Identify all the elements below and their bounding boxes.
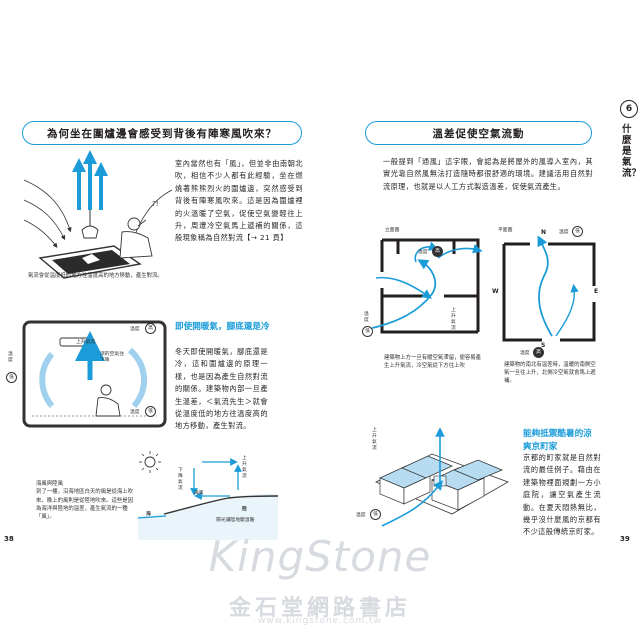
plan-diagram [502, 236, 596, 342]
plan-label: 平面圖 [498, 228, 513, 233]
person-icon [119, 217, 153, 259]
kyoto-text: 京都的町家就是自然對流的最佳例子。藉由在建築物裡面規劃一方小庭院，讓空氣產生流動… [523, 453, 601, 537]
land-label: 陸 [242, 507, 247, 512]
elevation-diagram [371, 238, 483, 334]
compass-south: S [541, 342, 546, 349]
compass-east: E [594, 288, 599, 295]
sun-heats-land-label: 陽光讓陸地變溫暖 [216, 518, 255, 523]
watermark-name: 金石堂網路書店 [228, 595, 411, 621]
elevation-temp-low-label: 溫度 [364, 312, 369, 323]
left-section2-text: 冬天即使開暖氣，腳底還是冷，這和圍爐邊的原理一樣，也是因為產生自然對流的關係。建… [175, 347, 268, 431]
watermark-brand: KingStone [208, 532, 432, 581]
room-temp-left-badge: 低 [6, 372, 17, 383]
kyoto-heading: 能夠抵禦酷暑的涼爽京町家 [523, 429, 592, 452]
kyoto-temp-label: 溫度 [356, 513, 366, 518]
kyoto-updraft-label: 上升氣流 [372, 428, 377, 451]
left-section2-heading: 即使開暖氣，腳底還是冷 [175, 322, 270, 332]
sea-downdraft-label: 下降氣流 [178, 468, 183, 491]
sun-icon [139, 451, 161, 473]
irori-illustration: ?! [23, 150, 173, 279]
plan-temp-low-badge: 低 [572, 226, 583, 237]
kyoto-machiya-illustration [375, 427, 509, 527]
sea-label: 海 [146, 512, 151, 517]
sea-breeze-label: 海風 [194, 491, 204, 496]
left-page-number: 38 [4, 535, 14, 543]
kettle-icon [81, 225, 99, 239]
person-exclaim: ?! [152, 200, 159, 208]
right-page-number: 39 [620, 535, 630, 543]
room-convection-diagram [22, 320, 167, 428]
room-updraft-label: 上升氣流 [76, 340, 96, 345]
compass-north: N [541, 229, 547, 236]
chapter-badge: 6 [620, 100, 638, 118]
compass-west: W [492, 288, 499, 295]
irori-caption: 氣流會從溫度低的地方往溫度高的地方移動，產生對流。 [28, 273, 163, 279]
seated-person-icon [95, 384, 121, 417]
right-intro-text: 一般提到「通風」這字眼，會認為是將屋外的風導入室內，其實光靠自然風無法打造隨時都… [383, 157, 593, 191]
room-temp-left-label: 溫度 [8, 352, 13, 363]
room-sink-label: 涼的空氣往下降 [100, 352, 124, 363]
elevation-caption: 建築物上方一旦有暖空氣滯留，便容易產生上升氣流，冷空氣從下方往上吹 [384, 355, 482, 370]
rising-air-arrows [72, 150, 108, 210]
plan-caption: 建築物的南北有溫差時，溫暖的南側空氣一旦往上升，北側冷空氣就會馬上遞補。 [504, 362, 596, 385]
sea-updraft-label: 上升氣流 [242, 456, 247, 479]
watermark-url: www.kingstone.com.tw [257, 616, 383, 626]
room-temp-high-badge: 高 [145, 323, 156, 334]
chapter-title: 什麼是氣流？ [622, 124, 640, 179]
right-section-heading: 溫差促使空氣流動 [365, 121, 592, 145]
room-temp-low-label: 溫度 [130, 410, 140, 415]
sea-breeze-diagram [138, 451, 278, 540]
room-temp-high-label: 溫度 [130, 327, 140, 332]
left-intro-text: 室內當然也有「風」，但並非由南朝北吹，相信不少人都有此經驗，坐在燃燒著熊熊烈火的… [175, 159, 303, 243]
sea-caption: 海風與陸風 到了一樓，沿海地區白天的風是從海上吹來，晚上的風則是從陸地吹來。這些… [36, 481, 134, 521]
elevation-temp-high-badge: 高 [432, 246, 443, 257]
plan-temp-high-label: 溫度 [520, 351, 530, 356]
kyoto-temp-low-badge: 低 [370, 509, 381, 520]
plan-temp-low-label: 溫度 [559, 230, 569, 235]
elevation-temp-low-badge: 低 [362, 326, 373, 337]
plan-temp-high-badge: 高 [533, 347, 544, 358]
left-section-heading: 為何坐在圍爐邊會感受到背後有陣寒風吹來？ [22, 121, 302, 145]
elevation-label: 立面圖 [385, 228, 400, 233]
elevation-temp-label: 溫度 [418, 250, 428, 255]
elevation-updraft-label: 上升氣流 [451, 308, 456, 331]
room-temp-low-badge: 低 [145, 406, 156, 417]
